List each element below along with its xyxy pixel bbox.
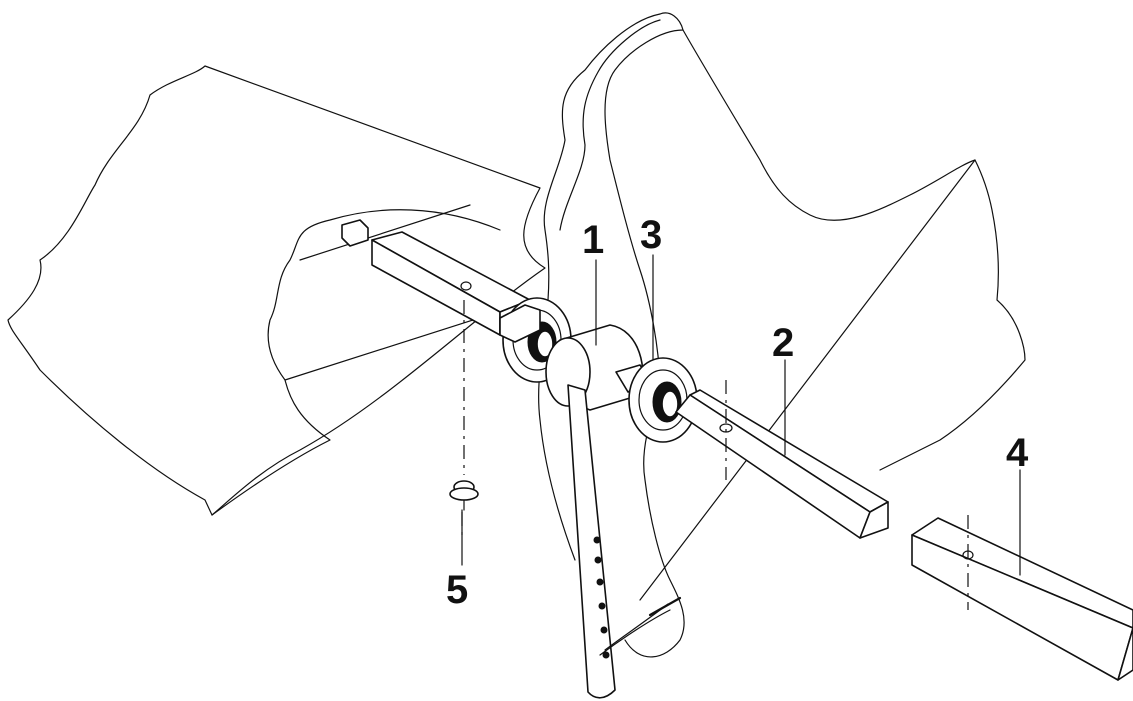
left-sail-tear [211,209,501,516]
right-sail-panel [639,159,1026,601]
callout-3: 3 [640,213,662,257]
right-boom-tube [675,389,889,539]
extension-tube [911,517,1133,681]
callout-2: 2 [772,321,794,365]
mast-sleeve-bottom [624,389,685,658]
callout-4: 4 [1006,431,1029,475]
mast-sleeve-left [543,13,661,301]
left-sail-fold-line-2 [299,204,471,261]
mast-foot-strap [567,384,682,699]
callout-5: 5 [446,568,468,612]
screw [449,480,479,511]
callout-1: 1 [582,218,604,262]
mast-sleeve-inner [559,19,661,231]
right-sail-top [682,29,976,221]
mast-sleeve [604,12,684,391]
